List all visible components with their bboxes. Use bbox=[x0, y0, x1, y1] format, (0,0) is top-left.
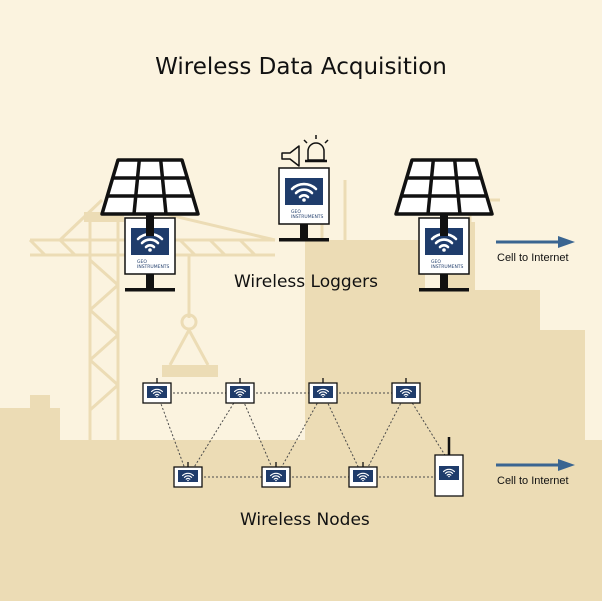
wireless-loggers-label: Wireless Loggers bbox=[234, 272, 378, 292]
diagram-title: Wireless Data Acquisition bbox=[155, 54, 447, 80]
arrow-right-icon bbox=[496, 236, 575, 248]
construction-silhouette bbox=[0, 180, 602, 601]
cell-to-internet-label-bottom: Cell to Internet bbox=[497, 475, 569, 487]
beacon-icon bbox=[303, 135, 329, 163]
solar-panel-icon bbox=[394, 158, 494, 238]
gateway-device bbox=[434, 437, 464, 497]
solar-panel-icon bbox=[100, 158, 200, 238]
wireless-node bbox=[143, 378, 171, 403]
horn-icon bbox=[281, 145, 300, 167]
wireless-node bbox=[226, 378, 254, 403]
arrow-right-icon bbox=[496, 459, 575, 471]
wireless-nodes-label: Wireless Nodes bbox=[240, 510, 370, 530]
cell-to-internet-label-top: Cell to Internet bbox=[497, 252, 569, 264]
